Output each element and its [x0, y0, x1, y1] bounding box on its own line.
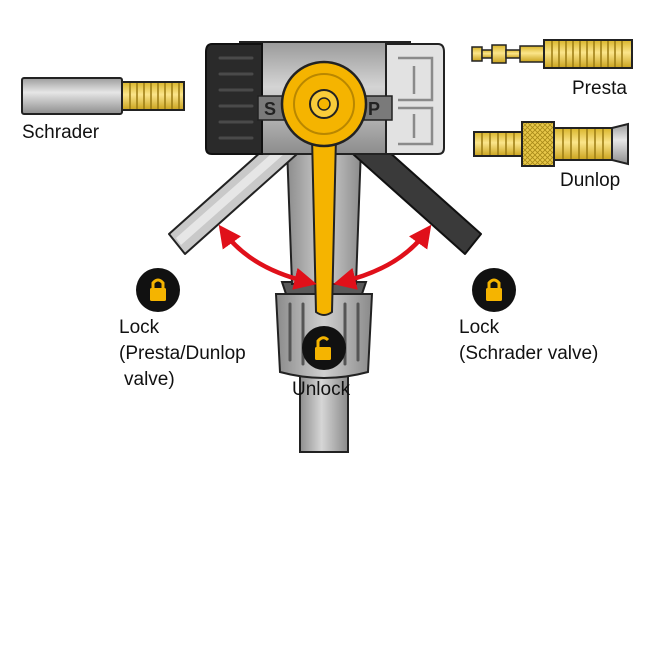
lock-closed-icon [472, 268, 516, 312]
arrow-right [333, 224, 432, 290]
label-presta: Presta [572, 78, 627, 99]
schrader-valve-illustration [21, 77, 185, 115]
lever-yellow [280, 60, 368, 316]
lock-closed-icon [136, 268, 180, 312]
rotation-arrows [218, 224, 432, 290]
lock-left-line1: Lock [119, 317, 160, 338]
head-label-p: P [368, 99, 380, 119]
lock-right-line1: Lock [459, 317, 500, 338]
presta-valve-illustration [471, 39, 633, 69]
label-unlock: Unlock [292, 379, 351, 400]
label-schrader: Schrader [22, 122, 100, 143]
dunlop-valve-illustration [473, 121, 629, 167]
head-label-s: S [264, 99, 276, 119]
label-dunlop: Dunlop [560, 170, 621, 191]
lock-left-line2: (Presta/Dunlop [119, 343, 246, 364]
lock-right-line2: (Schrader valve) [459, 343, 599, 364]
lock-open-icon [302, 326, 346, 370]
lock-left-line3: valve) [124, 369, 175, 390]
arrow-left [218, 224, 317, 290]
